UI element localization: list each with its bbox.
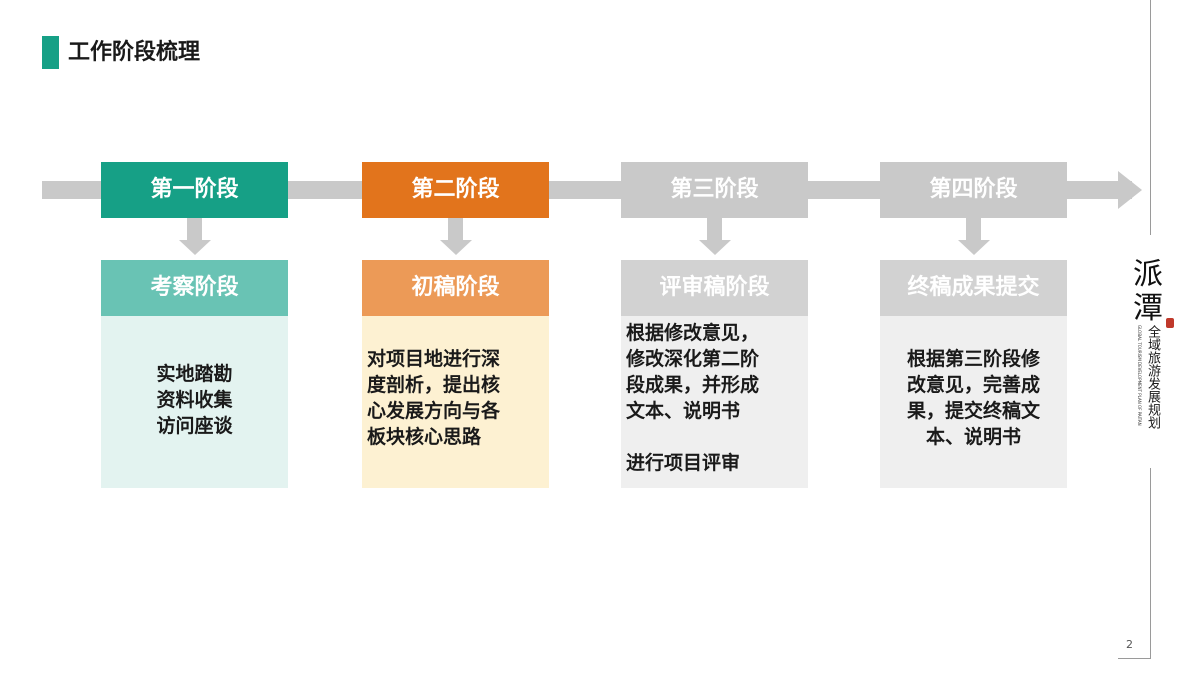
logo-vertical-text: 全域旅游发展规划 xyxy=(1145,325,1160,429)
stage-column-1: 第一阶段 考察阶段 实地踏勘 资料收集 访问座谈 xyxy=(101,162,288,488)
logo-tiny-text: GLOBAL TOURISM DEVELOPMENT PLAN OF PAITA… xyxy=(1137,325,1142,426)
stage-1-line: 资料收集 xyxy=(156,389,233,411)
decor-vertical-line-top xyxy=(1150,0,1151,235)
stage-1-body: 实地踏勘 资料收集 访问座谈 xyxy=(101,316,288,488)
stage-4-line: 改意见，完善成 xyxy=(906,374,1040,396)
stage-2-subheader: 初稿阶段 xyxy=(362,260,549,316)
stage-2-line: 心发展方向与各 xyxy=(367,400,501,422)
stage-3-line: 修改深化第二阶 xyxy=(626,348,760,370)
stage-column-4: 第四阶段 终稿成果提交 根据第三阶段修 改意见，完善成 果，提交终稿文 本、说明… xyxy=(880,162,1067,488)
stage-1-line: 实地踏勘 xyxy=(156,363,233,385)
decor-corner-line xyxy=(1118,658,1151,659)
title-accent-bar xyxy=(42,36,59,69)
stage-4-line: 本、说明书 xyxy=(925,426,1021,448)
timeline-arrow-icon xyxy=(1118,171,1142,209)
stage-1-header: 第一阶段 xyxy=(101,162,288,218)
stage-4-line: 果，提交终稿文 xyxy=(906,400,1040,422)
decor-vertical-line-bottom xyxy=(1150,468,1151,658)
stage-1-line: 访问座谈 xyxy=(156,415,233,437)
down-arrow-icon xyxy=(362,218,549,260)
stage-3-line: 根据修改意见， xyxy=(626,322,760,344)
logo-seal-icon xyxy=(1166,318,1174,328)
stage-4-header: 第四阶段 xyxy=(880,162,1067,218)
down-arrow-icon xyxy=(621,218,808,260)
stage-3-header: 第三阶段 xyxy=(621,162,808,218)
stage-2-line: 板块核心思路 xyxy=(367,426,482,448)
timeline-line xyxy=(42,181,1132,199)
stage-1-subheader: 考察阶段 xyxy=(101,260,288,316)
logo-char: 潭 xyxy=(1133,291,1163,326)
stage-4-line: 根据第三阶段修 xyxy=(906,348,1040,370)
stage-column-2: 第二阶段 初稿阶段 对项目地进行深 度剖析，提出核 心发展方向与各 板块核心思路 xyxy=(362,162,549,488)
stage-2-line: 度剖析，提出核 xyxy=(367,374,501,396)
stage-4-body: 根据第三阶段修 改意见，完善成 果，提交终稿文 本、说明书 xyxy=(880,316,1067,488)
stage-2-line: 对项目地进行深 xyxy=(367,348,501,370)
stage-3-body: 根据修改意见， 修改深化第二阶 段成果，并形成 文本、说明书 进行项目评审 xyxy=(621,316,808,488)
stage-2-body: 对项目地进行深 度剖析，提出核 心发展方向与各 板块核心思路 xyxy=(362,316,549,488)
logo-char: 派 xyxy=(1133,257,1163,292)
page-number: 2 xyxy=(1126,638,1133,651)
stage-3-line: 文本、说明书 xyxy=(626,400,741,422)
page-title: 工作阶段梳理 xyxy=(68,40,201,65)
stage-3-spacer xyxy=(626,424,805,450)
stage-column-3: 第三阶段 评审稿阶段 根据修改意见， 修改深化第二阶 段成果，并形成 文本、说明… xyxy=(621,162,808,488)
stage-3-line: 进行项目评审 xyxy=(626,452,741,474)
stage-4-subheader: 终稿成果提交 xyxy=(880,260,1067,316)
logo-calligraphy: 派 潭 xyxy=(1133,258,1163,326)
down-arrow-icon xyxy=(101,218,288,260)
stage-2-header: 第二阶段 xyxy=(362,162,549,218)
stage-3-subheader: 评审稿阶段 xyxy=(621,260,808,316)
stage-3-line: 段成果，并形成 xyxy=(626,374,760,396)
down-arrow-icon xyxy=(880,218,1067,260)
